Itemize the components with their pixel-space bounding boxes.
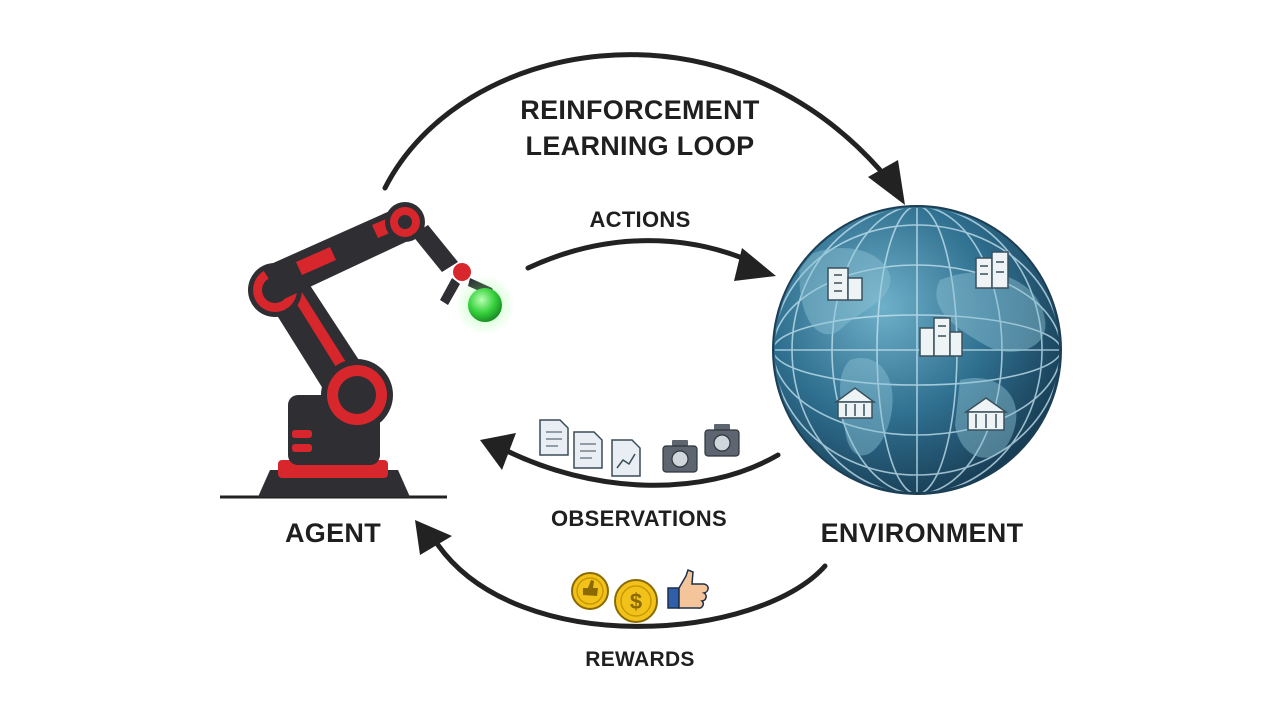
- dollar-coin-icon: $: [614, 579, 658, 623]
- loop-arc-arrow: [382, 52, 905, 205]
- camera-icon: [704, 424, 740, 457]
- actions-label: ACTIONS: [589, 207, 691, 232]
- diagram-title-line1: REINFORCEMENT: [520, 95, 760, 125]
- diagram-title-line2: LEARNING LOOP: [525, 131, 755, 161]
- actions-arrow: [525, 238, 776, 281]
- building-icon: [919, 317, 963, 357]
- svg-text:$: $: [630, 589, 642, 614]
- environment-label: ENVIRONMENT: [820, 518, 1024, 548]
- chart-document-icon: [611, 439, 641, 477]
- globe-icon: [772, 205, 1062, 495]
- building-icon: [975, 251, 1009, 289]
- bank-icon: [963, 397, 1009, 431]
- diagram-title: REINFORCEMENT LEARNING LOOP: [520, 92, 759, 164]
- rewards-label: REWARDS: [585, 648, 695, 671]
- observations-label: OBSERVATIONS: [551, 506, 727, 531]
- rewards-arrow: [415, 520, 828, 629]
- building-icon: [827, 267, 863, 301]
- camera-icon: [662, 440, 698, 473]
- agent-label: AGENT: [285, 518, 381, 548]
- observations-arrow: [480, 433, 781, 488]
- thumbs-up-icon: [667, 569, 709, 609]
- robot-arm-icon: [220, 202, 515, 499]
- thumbs-up-coin-icon: [571, 572, 609, 610]
- document-icon: [539, 419, 569, 456]
- document-icon: [573, 431, 603, 469]
- museum-icon: [833, 387, 877, 419]
